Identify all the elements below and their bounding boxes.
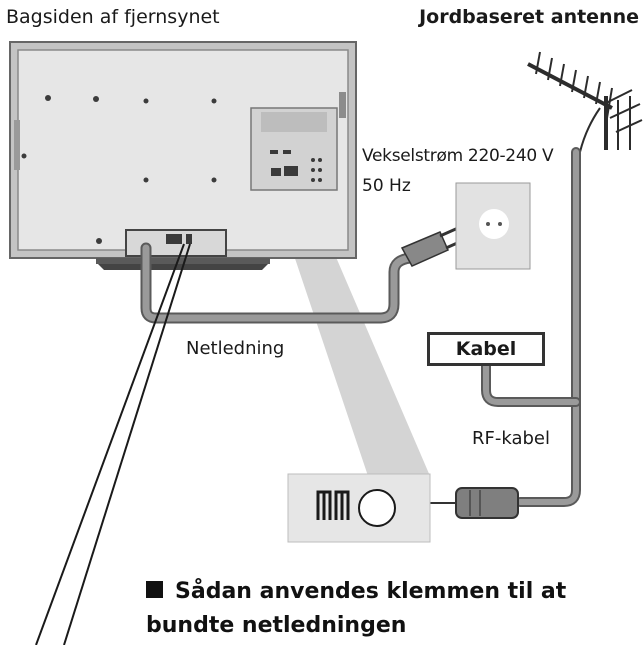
cable-label: Kabel [455, 338, 517, 360]
wall-outlet [455, 182, 531, 270]
power-plug [400, 226, 465, 267]
clamp-heading-line-1: Sådan anvendes klemmen til at [146, 575, 566, 609]
clamp-pointer-lines [35, 243, 191, 645]
voltage-label: Vekselstrøm 220-240 V [362, 146, 554, 166]
clamp-heading-line-2: bundte netledningen [146, 613, 407, 638]
antenna-label: Jordbaseret antenne [419, 6, 639, 28]
frequency-label: 50 Hz [362, 176, 411, 196]
cable-branch [481, 361, 581, 407]
power-cord-label: Netledning [186, 338, 285, 359]
antenna-terminal-panel [287, 473, 431, 543]
antenna-illustration [527, 51, 643, 153]
antenna-terminal-icon [316, 490, 350, 520]
mount-holes [21, 95, 217, 244]
tv-back-illustration [9, 41, 357, 270]
bullet-square-icon [146, 581, 163, 598]
rf-cable-label: RF-kabel [472, 428, 550, 449]
antenna-socket [358, 489, 396, 527]
clamp-heading: Sådan anvendes klemmen til at bundte net… [146, 575, 566, 643]
cable-box: Kabel [427, 332, 545, 366]
tv-back-label: Bagsiden af fjernsynet [6, 6, 220, 28]
clamp-heading-text-1: Sådan anvendes klemmen til at [175, 579, 567, 604]
